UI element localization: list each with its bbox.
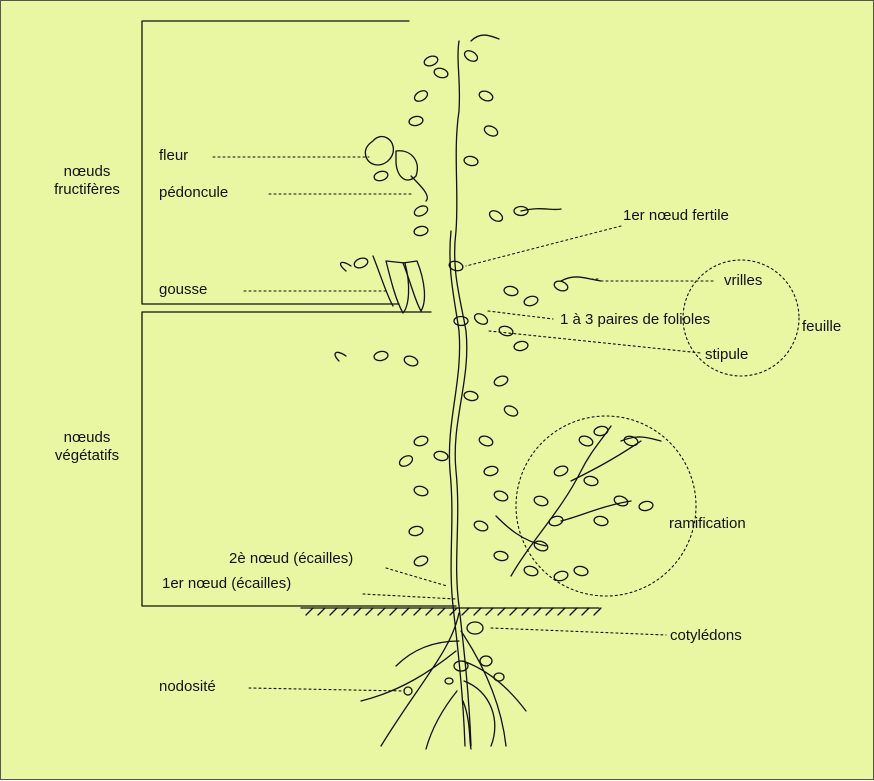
- leaflet: [463, 49, 480, 64]
- leaflet: [593, 515, 608, 526]
- leaflet: [433, 67, 449, 79]
- leaflet: [373, 170, 389, 182]
- ramification-branch: [496, 426, 641, 576]
- leaflet: [413, 485, 429, 497]
- leaflet: [403, 354, 419, 367]
- leaflet: [433, 450, 448, 461]
- leaflet: [578, 434, 594, 447]
- leaflet: [423, 54, 439, 67]
- leaflet: [473, 519, 489, 532]
- leaflet: [493, 489, 509, 502]
- leaflet: [513, 340, 528, 351]
- leader-lines: [213, 157, 716, 691]
- leaflet: [613, 494, 629, 507]
- leaflet: [593, 425, 608, 436]
- leaflet: [408, 525, 423, 536]
- leaflet: [463, 155, 478, 166]
- leaflet: [463, 390, 478, 401]
- leaflet: [503, 404, 519, 418]
- group-label-fruiting: nœuds fructifères: [54, 163, 120, 199]
- ground-line: [301, 608, 601, 615]
- leaflet: [493, 374, 509, 387]
- leaflet: [553, 464, 569, 477]
- label-vrilles: vrilles: [724, 272, 762, 290]
- label-second-node: 2è nœud (écailles): [229, 550, 353, 568]
- leaflet: [413, 225, 428, 236]
- leaflet: [583, 475, 598, 486]
- leaflet: [413, 89, 430, 104]
- tendril: [471, 35, 499, 41]
- leaflet: [533, 495, 549, 507]
- flower: [365, 137, 427, 201]
- leaflet: [408, 115, 423, 126]
- tendril: [561, 277, 601, 281]
- label-pedoncule: pédoncule: [159, 184, 228, 202]
- leaflet: [454, 317, 468, 326]
- leaflets: [335, 35, 661, 582]
- tendril: [341, 262, 351, 271]
- label-fleur: fleur: [159, 147, 188, 165]
- main-stem: [449, 41, 471, 746]
- leaflet: [473, 312, 490, 327]
- label-cotyledons: cotylédons: [670, 627, 742, 645]
- leaflet: [478, 434, 494, 447]
- leaflet: [503, 285, 518, 296]
- leaflet: [398, 454, 415, 469]
- leaflet: [373, 350, 388, 361]
- leaflet: [533, 539, 549, 552]
- leaflet: [483, 465, 498, 476]
- label-ramification: ramification: [669, 515, 746, 533]
- label-first-node: 1er nœud (écailles): [162, 575, 291, 593]
- label-stipule: stipule: [705, 346, 748, 364]
- leaflet: [498, 325, 514, 337]
- label-nodosite: nodosité: [159, 678, 216, 696]
- leaflet: [413, 435, 429, 447]
- leaflet: [353, 256, 369, 269]
- leaflet: [523, 295, 539, 307]
- label-first-fertile-node: 1er nœud fertile: [623, 207, 729, 225]
- group-label-vegetative: nœuds végétatifs: [55, 429, 119, 465]
- leaflet: [488, 209, 505, 224]
- leaflet: [413, 204, 429, 218]
- tendril: [335, 352, 346, 361]
- label-gousse: gousse: [159, 281, 207, 299]
- leaflet: [638, 500, 653, 511]
- leaflet: [523, 565, 539, 577]
- leaflet: [478, 89, 494, 102]
- group-label-leaf: feuille: [802, 318, 841, 336]
- leaflet: [483, 124, 499, 138]
- leaflet: [413, 554, 429, 567]
- leaflet: [493, 550, 508, 561]
- leaflet: [573, 565, 588, 576]
- label-folioles: 1 à 3 paires de folioles: [560, 311, 710, 329]
